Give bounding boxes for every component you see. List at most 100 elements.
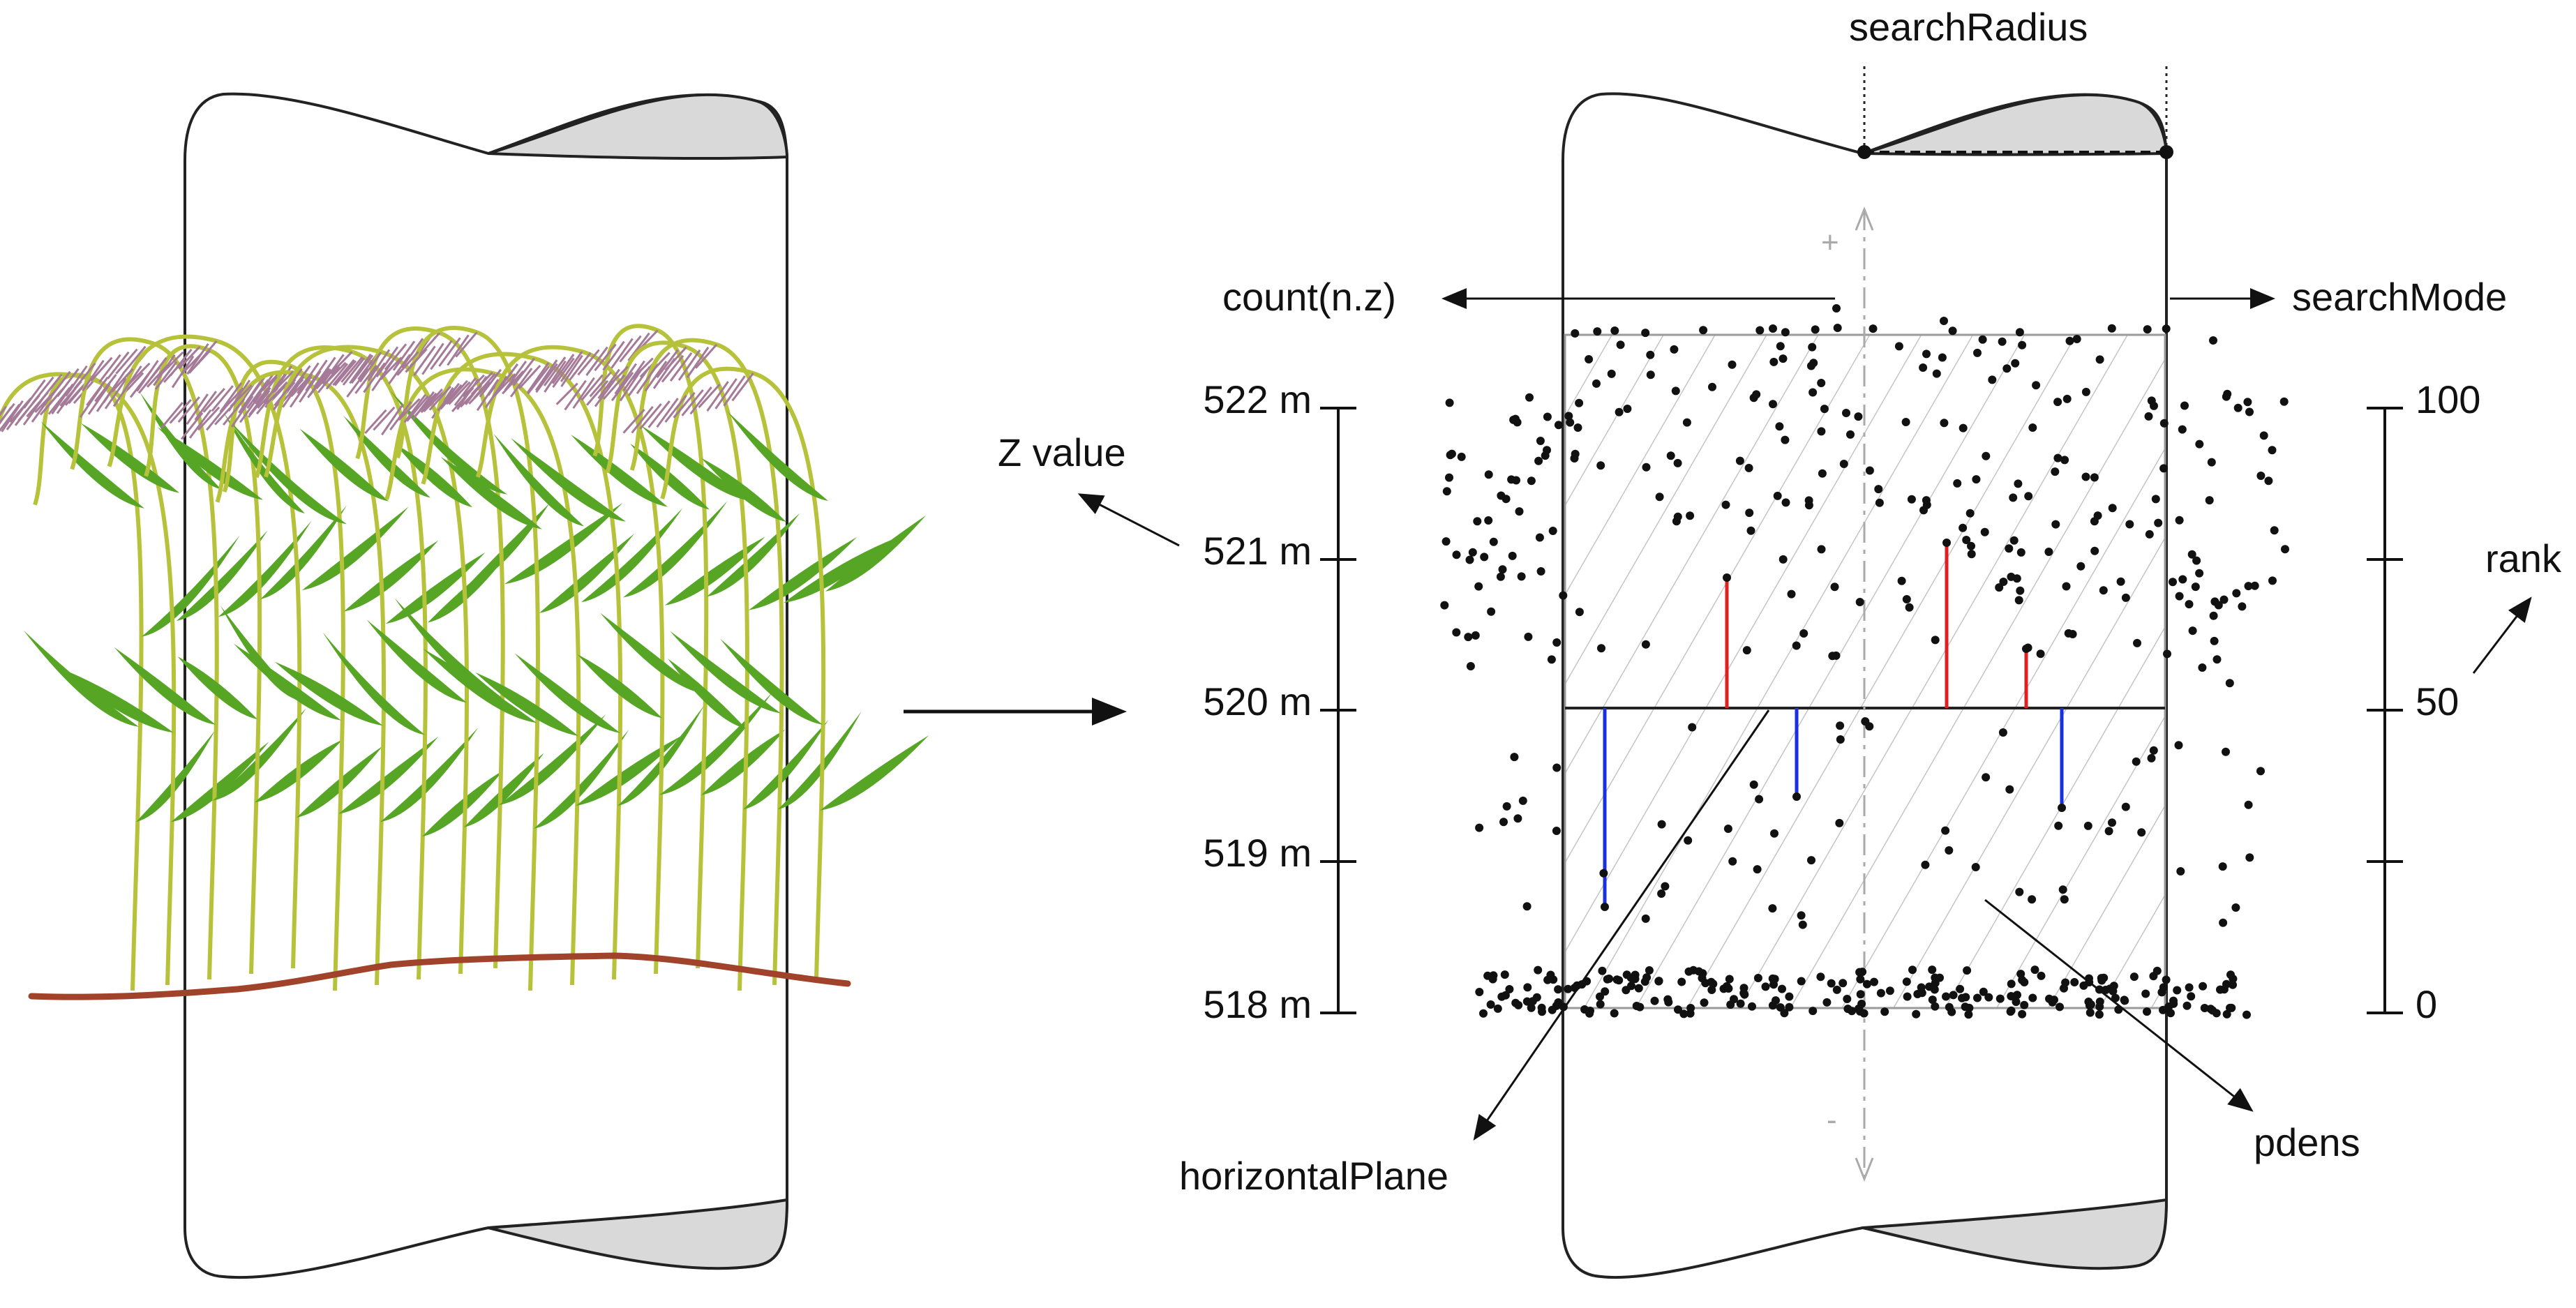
point: [2191, 582, 2200, 592]
point: [2195, 439, 2204, 449]
point: [1922, 500, 1931, 509]
left-cylinder-bottom-cap: [488, 1198, 789, 1270]
point: [1822, 998, 1832, 1007]
point: [1505, 985, 1514, 993]
point: [1603, 975, 1612, 984]
plus-sign-label: +: [1821, 225, 1839, 260]
point: [2150, 401, 2158, 410]
point: [2009, 536, 2019, 545]
point: [2014, 479, 2023, 488]
count-label: count(n.z): [1222, 275, 1396, 319]
minus-sign-label: -: [1827, 1103, 1837, 1137]
point: [1684, 967, 1693, 976]
point: [2185, 600, 2194, 609]
point: [1725, 975, 1734, 984]
point: [2062, 394, 2072, 403]
point: [2154, 518, 2163, 527]
point: [2159, 464, 2169, 473]
point: [1654, 977, 1663, 986]
point: [2024, 492, 2033, 501]
point: [1806, 361, 1815, 370]
point: [1963, 966, 1972, 975]
point: [1865, 722, 1874, 731]
point: [1597, 644, 1605, 653]
point: [1817, 379, 1826, 387]
point: [2070, 978, 2079, 986]
point: [1781, 435, 1790, 444]
rank-label: rank: [2485, 536, 2562, 580]
point: [1698, 974, 1707, 983]
point: [1673, 458, 1682, 467]
point: [1601, 987, 1610, 996]
point: [2060, 895, 2069, 904]
point: [1901, 418, 1910, 426]
point: [2121, 593, 2130, 602]
point: [1631, 975, 1640, 984]
point: [2259, 431, 2268, 440]
point: [1641, 329, 1650, 338]
point: [2174, 741, 2183, 750]
point: [1787, 589, 1796, 599]
point: [1475, 823, 1484, 832]
point: [2028, 423, 2037, 432]
point: [1827, 979, 1836, 988]
point: [2166, 1009, 2175, 1018]
point: [1514, 1000, 1523, 1009]
point: [1640, 977, 1649, 986]
point: [2144, 412, 2153, 421]
point: [1781, 498, 1790, 507]
point: [1818, 469, 1827, 478]
point: [2151, 495, 2160, 504]
point: [1634, 984, 1643, 993]
point: [1773, 491, 1782, 500]
point: [1548, 527, 1557, 535]
point: [1769, 357, 1779, 366]
point: [1839, 979, 1848, 988]
point: [1842, 409, 1850, 417]
point: [1601, 903, 1609, 911]
point: [1682, 418, 1691, 427]
point: [1965, 509, 1975, 518]
point: [1809, 1007, 1818, 1016]
point: [1869, 324, 1878, 333]
point: [1686, 511, 1695, 520]
point: [1973, 348, 1982, 357]
point: [1753, 865, 1762, 874]
reed-stalk: [79, 344, 347, 975]
point: [2268, 446, 2277, 455]
point: [1912, 1009, 1921, 1018]
point: [2178, 575, 2187, 584]
point: [2175, 592, 2184, 601]
central-axis: [1855, 206, 1874, 1182]
point: [1875, 498, 1884, 507]
point: [1779, 354, 1788, 363]
point: [1832, 304, 1841, 313]
point: [1776, 342, 1785, 351]
point: [1534, 965, 1543, 975]
point: [1673, 512, 1682, 521]
point: [1445, 398, 1454, 407]
point: [1646, 370, 1655, 379]
point: [2145, 529, 2154, 539]
point: [1820, 405, 1829, 414]
point: [1599, 869, 1608, 878]
point: [1749, 393, 1758, 403]
point: [2108, 504, 2117, 513]
point: [1510, 753, 1519, 762]
point: [1917, 983, 1926, 992]
point: [1721, 500, 1730, 509]
point: [1464, 633, 1473, 642]
point: [1945, 846, 1954, 855]
point: [1585, 355, 1594, 363]
point: [1735, 456, 1744, 465]
z-tick-520: 520 m: [1203, 679, 1312, 723]
point: [1610, 1009, 1619, 1018]
point: [1753, 974, 1762, 982]
point: [2268, 576, 2277, 585]
point: [1880, 1007, 1889, 1016]
point: [1808, 343, 1817, 352]
point: [2016, 548, 2025, 557]
point: [1501, 991, 1510, 1000]
point: [2222, 979, 2231, 988]
reed-stalk: [555, 340, 858, 991]
